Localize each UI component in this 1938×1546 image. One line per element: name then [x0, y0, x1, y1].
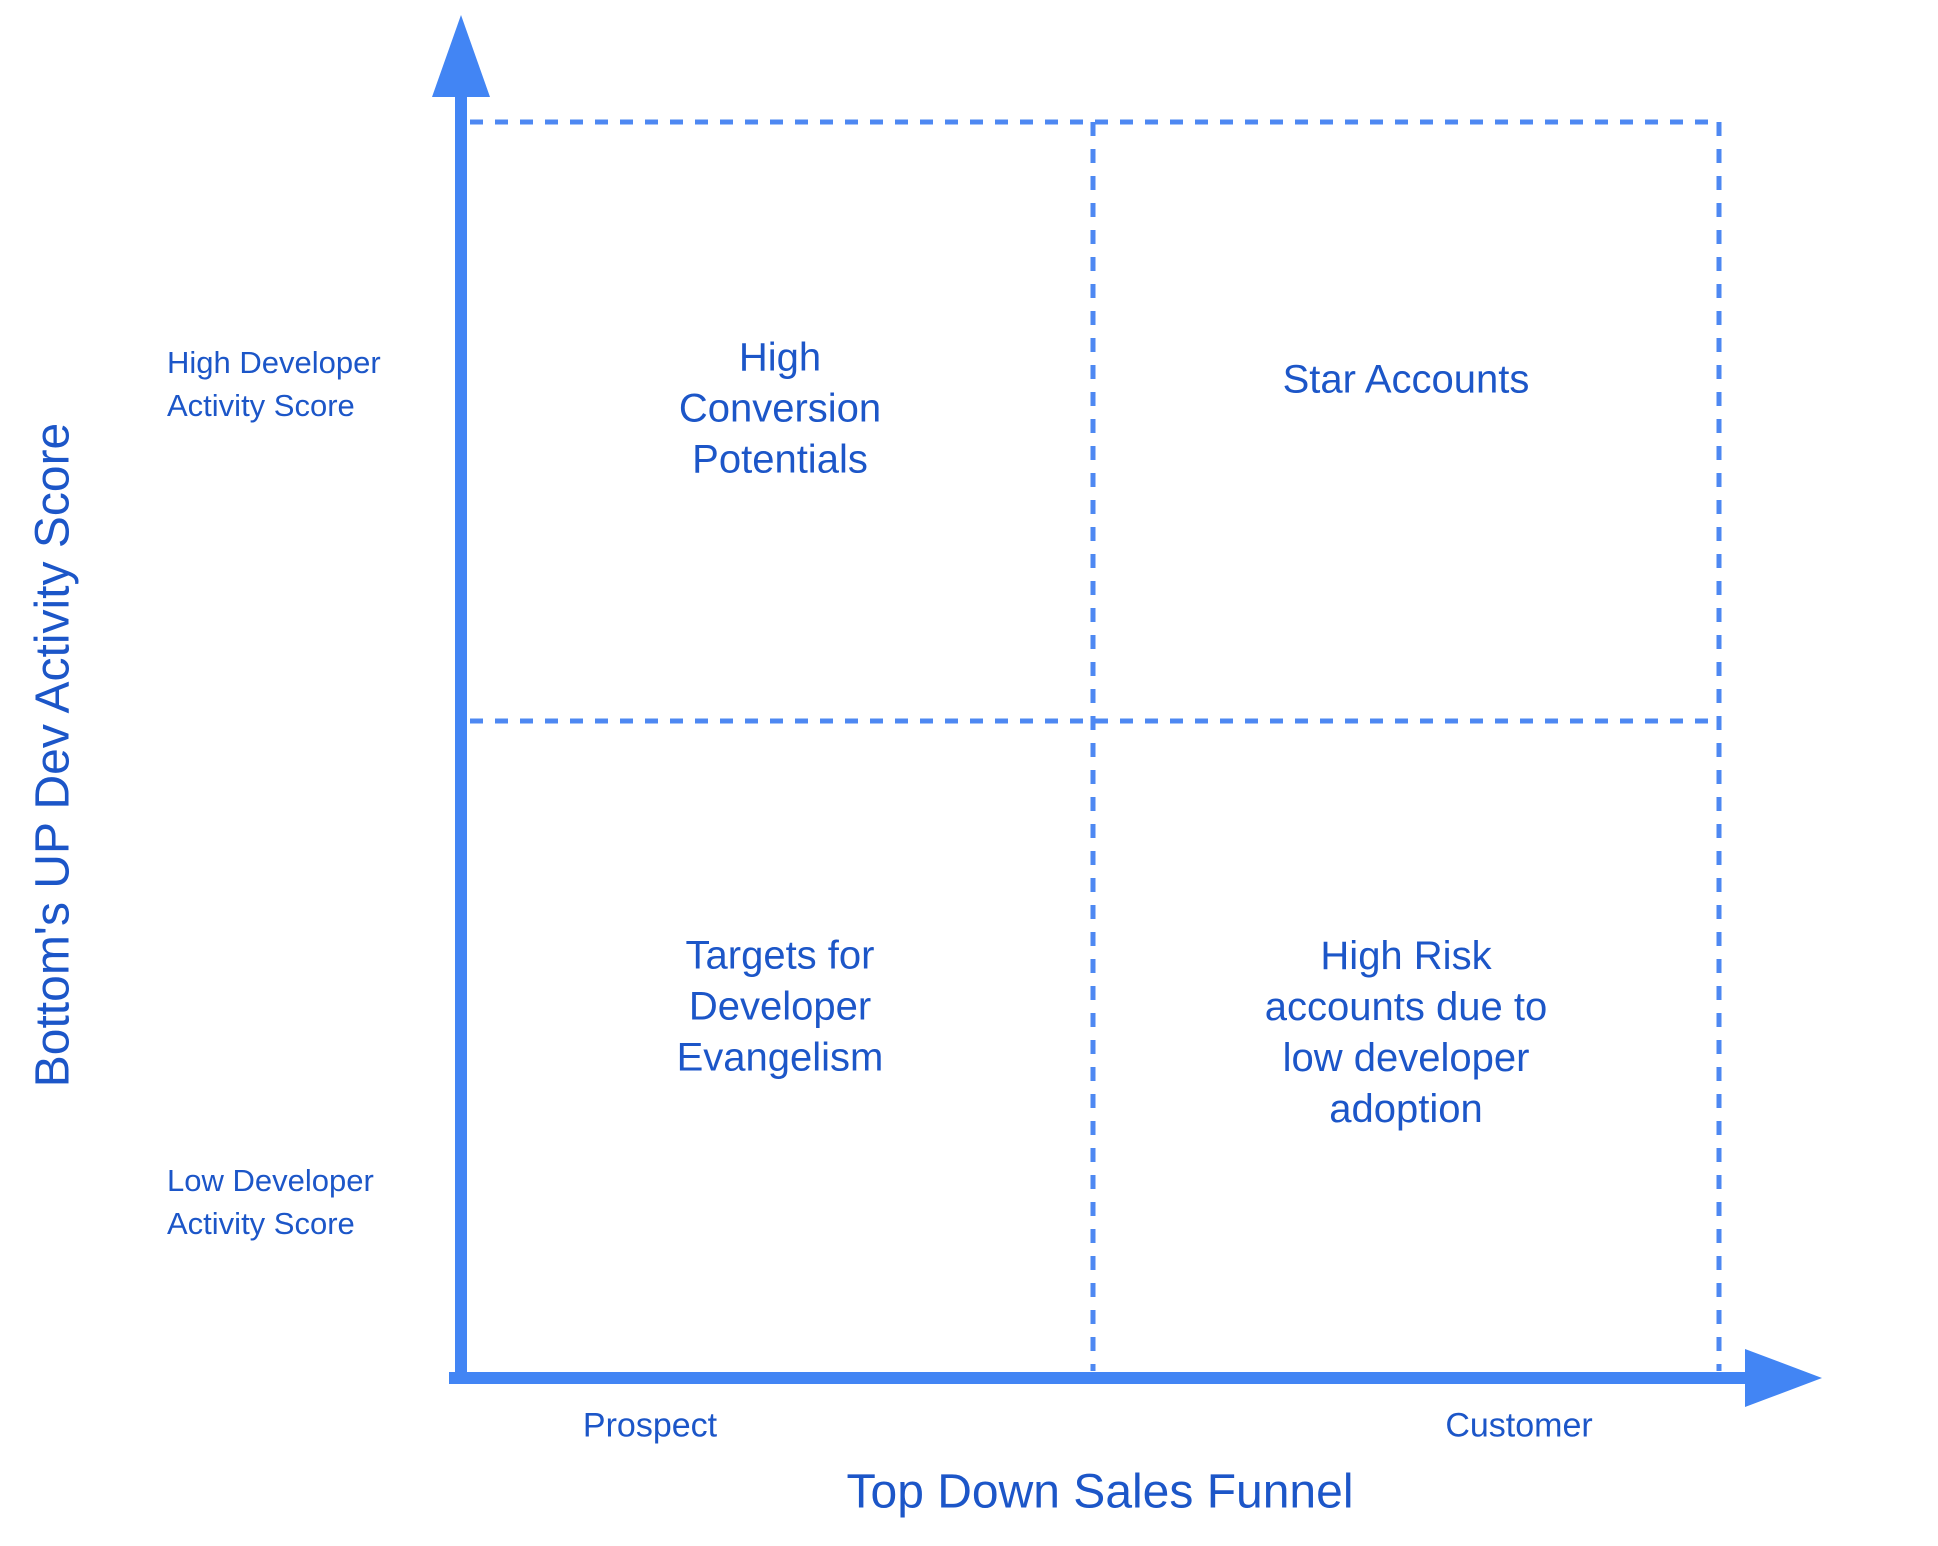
quadrant-label-high-conversion-potentials: High Conversion Potentials — [678, 335, 882, 482]
y-axis-title: Bottom's UP Dev Activity Score — [26, 422, 80, 1088]
x-axis-title: Top Down Sales Funnel — [846, 1465, 1354, 1519]
y-axis-high-score-label: High Developer Activity Score — [167, 345, 381, 423]
quadrant-label-targets-for-developer-evangelism: Targets for Developer Evangelism — [676, 933, 884, 1080]
x-axis-arrowhead — [1745, 1349, 1822, 1407]
quadrant-label-star-accounts: Star Accounts — [1282, 357, 1530, 402]
x-axis-label-prospect: Prospect — [582, 1406, 718, 1445]
y-axis-arrowhead — [432, 15, 490, 97]
quadrant-label-high-risk-accounts: High Risk accounts due to low developer … — [1264, 934, 1548, 1131]
x-axis-label-customer: Customer — [1445, 1406, 1593, 1445]
y-axis-low-score-label: Low Developer Activity Score — [167, 1163, 374, 1241]
